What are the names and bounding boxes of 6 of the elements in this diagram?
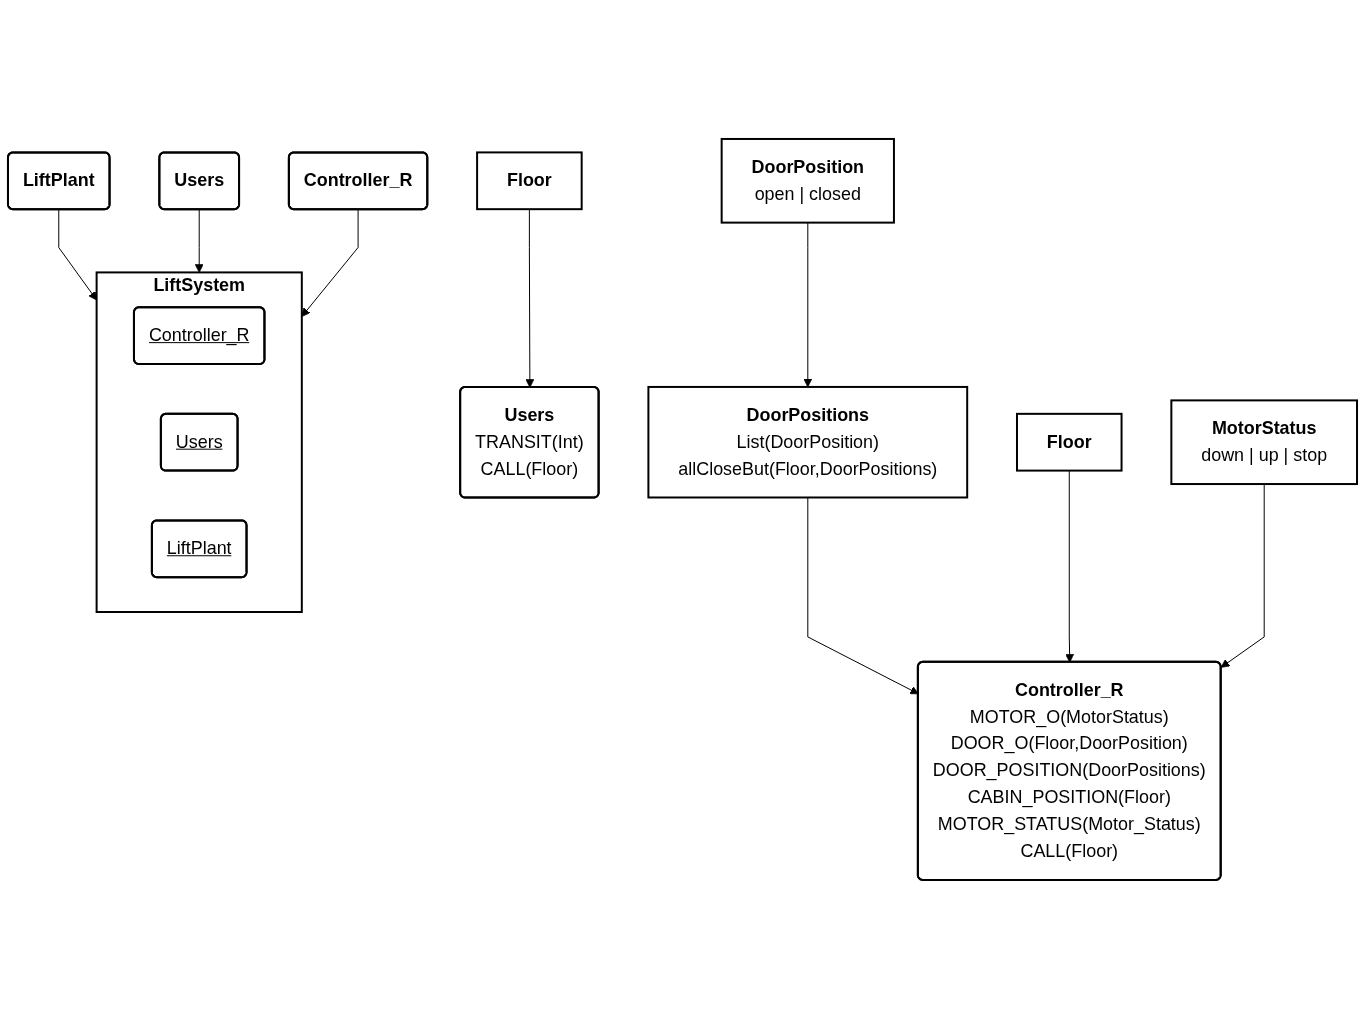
arrow bbox=[1220, 483, 1265, 668]
node-box: DoorPosition open | closed bbox=[720, 137, 895, 224]
node-box: Floor bbox=[1016, 412, 1123, 472]
node-box: MotorStatus down | up | stop bbox=[1170, 398, 1358, 485]
node-box: Floor bbox=[476, 150, 583, 210]
node-box: DoorPositions List(DoorPosition) allCloseBut(Floor,DoorPositions) bbox=[647, 385, 969, 499]
